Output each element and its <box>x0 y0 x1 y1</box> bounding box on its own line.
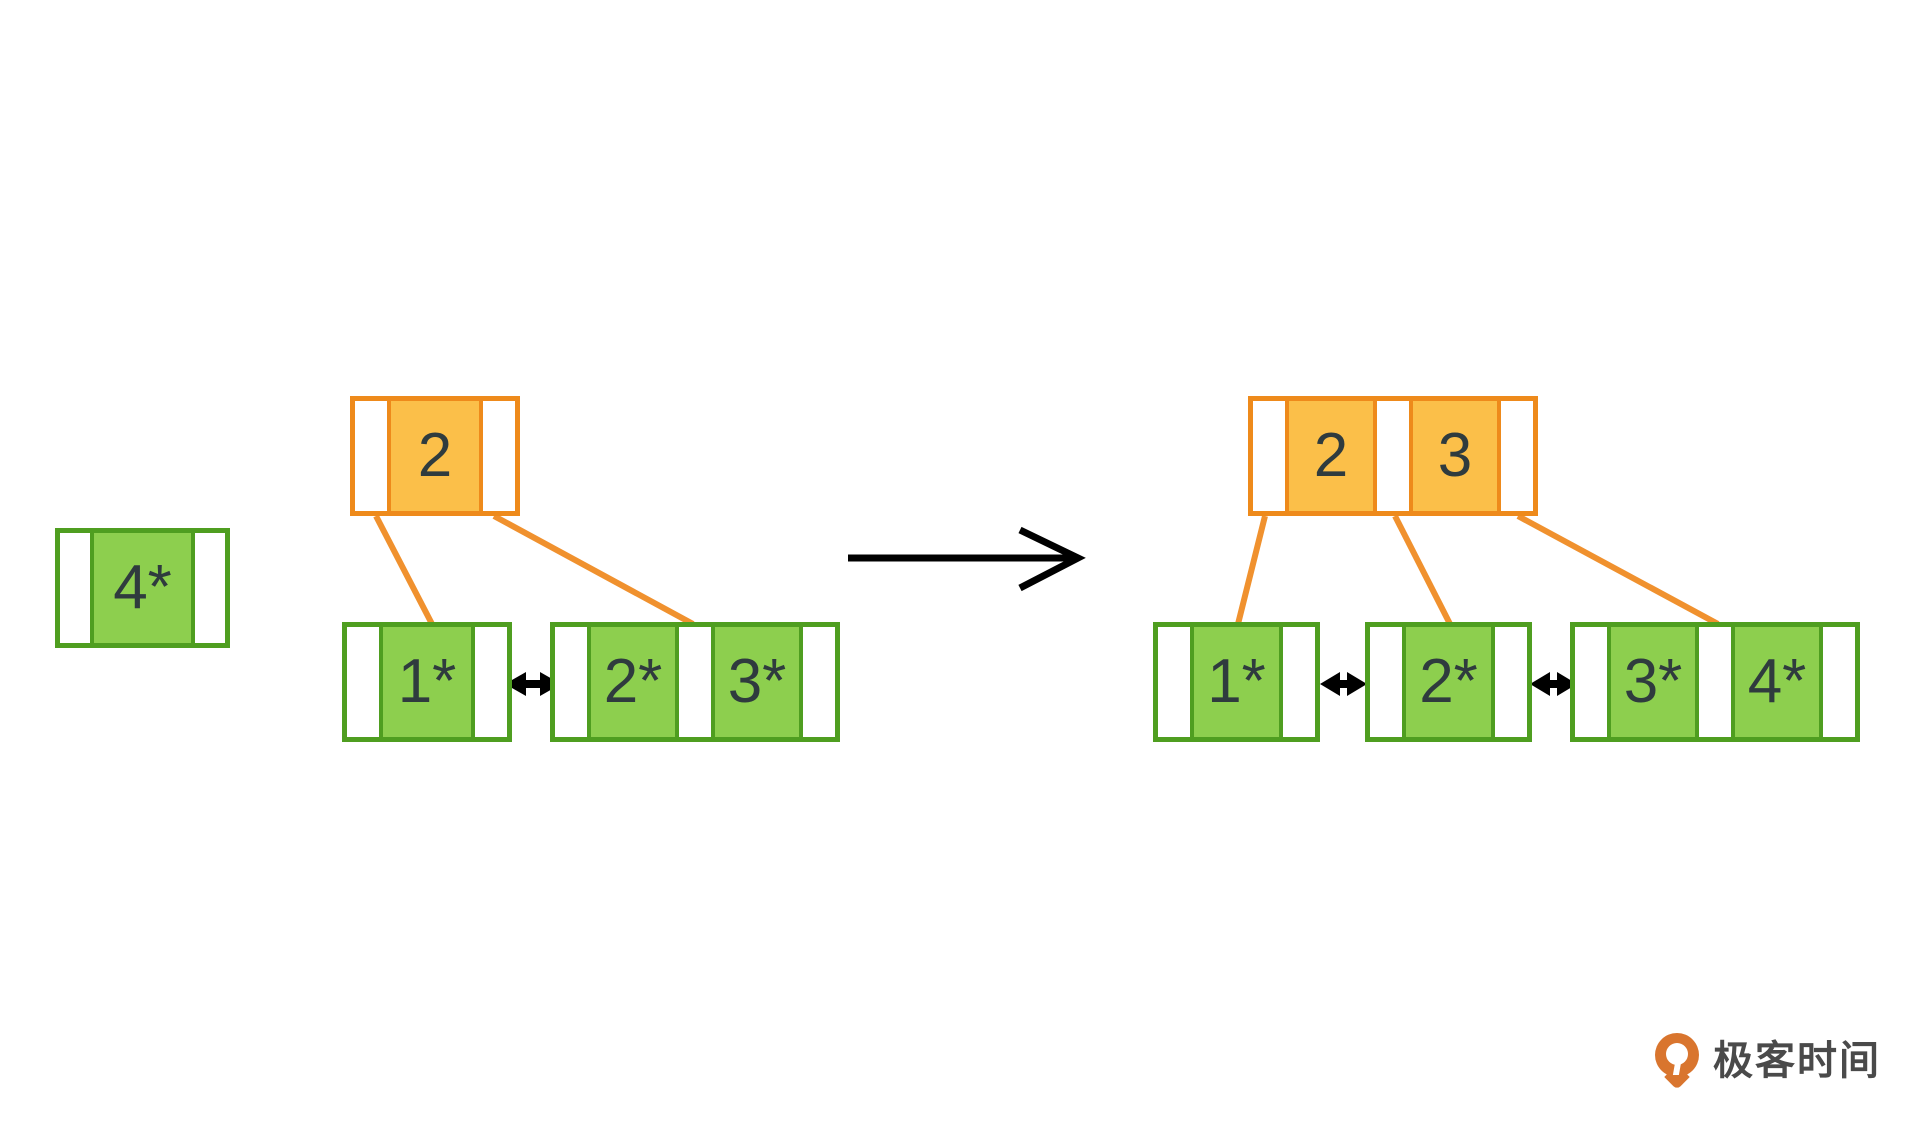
cell-pointer <box>1575 627 1607 737</box>
connector-after-left <box>1235 515 1268 625</box>
cell-key-2star: 2* <box>1402 627 1495 737</box>
cell-key-2: 2 <box>387 401 483 511</box>
cell-key-3star: 3* <box>711 627 803 737</box>
cell-pointer <box>1699 627 1731 737</box>
cell-key-1star: 1* <box>379 627 475 737</box>
cell-pointer <box>347 627 379 737</box>
after-leaf-node-2[interactable]: 2* <box>1365 622 1532 742</box>
connector-before-right <box>492 513 695 627</box>
cell-pointer <box>679 627 711 737</box>
connector-after-middle <box>1392 514 1453 626</box>
cell-pointer <box>195 533 225 643</box>
cell-pointer <box>1495 627 1527 737</box>
before-leaf-node-2[interactable]: 2* 3* <box>550 622 840 742</box>
cell-key-4star: 4* <box>1731 627 1823 737</box>
after-leaf-node-3[interactable]: 3* 4* <box>1570 622 1860 742</box>
before-root-node[interactable]: 2 <box>350 396 520 516</box>
connector-before-left <box>373 514 435 626</box>
sibling-link-after-1 <box>1320 672 1367 696</box>
cell-key-2: 2 <box>1285 401 1377 511</box>
cell-pointer <box>60 533 90 643</box>
cell-pointer <box>803 627 835 737</box>
cell-key-4star: 4* <box>90 533 195 643</box>
cell-pointer <box>1501 401 1533 511</box>
connector-after-right <box>1516 513 1720 627</box>
cell-pointer <box>1370 627 1402 737</box>
cell-pointer <box>355 401 387 511</box>
cell-pointer <box>475 627 507 737</box>
after-root-node[interactable]: 2 3 <box>1248 396 1538 516</box>
cell-pointer <box>1377 401 1409 511</box>
cell-pointer <box>1823 627 1855 737</box>
transition-arrow <box>848 526 1086 592</box>
cell-key-2star: 2* <box>587 627 679 737</box>
cell-pointer <box>1158 627 1190 737</box>
geektime-drop-icon <box>1655 1033 1699 1081</box>
incoming-record-node[interactable]: 4* <box>55 528 230 648</box>
cell-pointer <box>1283 627 1315 737</box>
cell-key-3: 3 <box>1409 401 1501 511</box>
cell-key-3star: 3* <box>1607 627 1699 737</box>
cell-pointer <box>555 627 587 737</box>
brand-wordmark: 极客时间 <box>1713 1038 1881 1084</box>
after-leaf-node-1[interactable]: 1* <box>1153 622 1320 742</box>
cell-pointer <box>483 401 515 511</box>
cell-key-1star: 1* <box>1190 627 1283 737</box>
before-leaf-node-1[interactable]: 1* <box>342 622 512 742</box>
cell-pointer <box>1253 401 1285 511</box>
brand-logo: 极客时间 <box>1655 1028 1881 1086</box>
